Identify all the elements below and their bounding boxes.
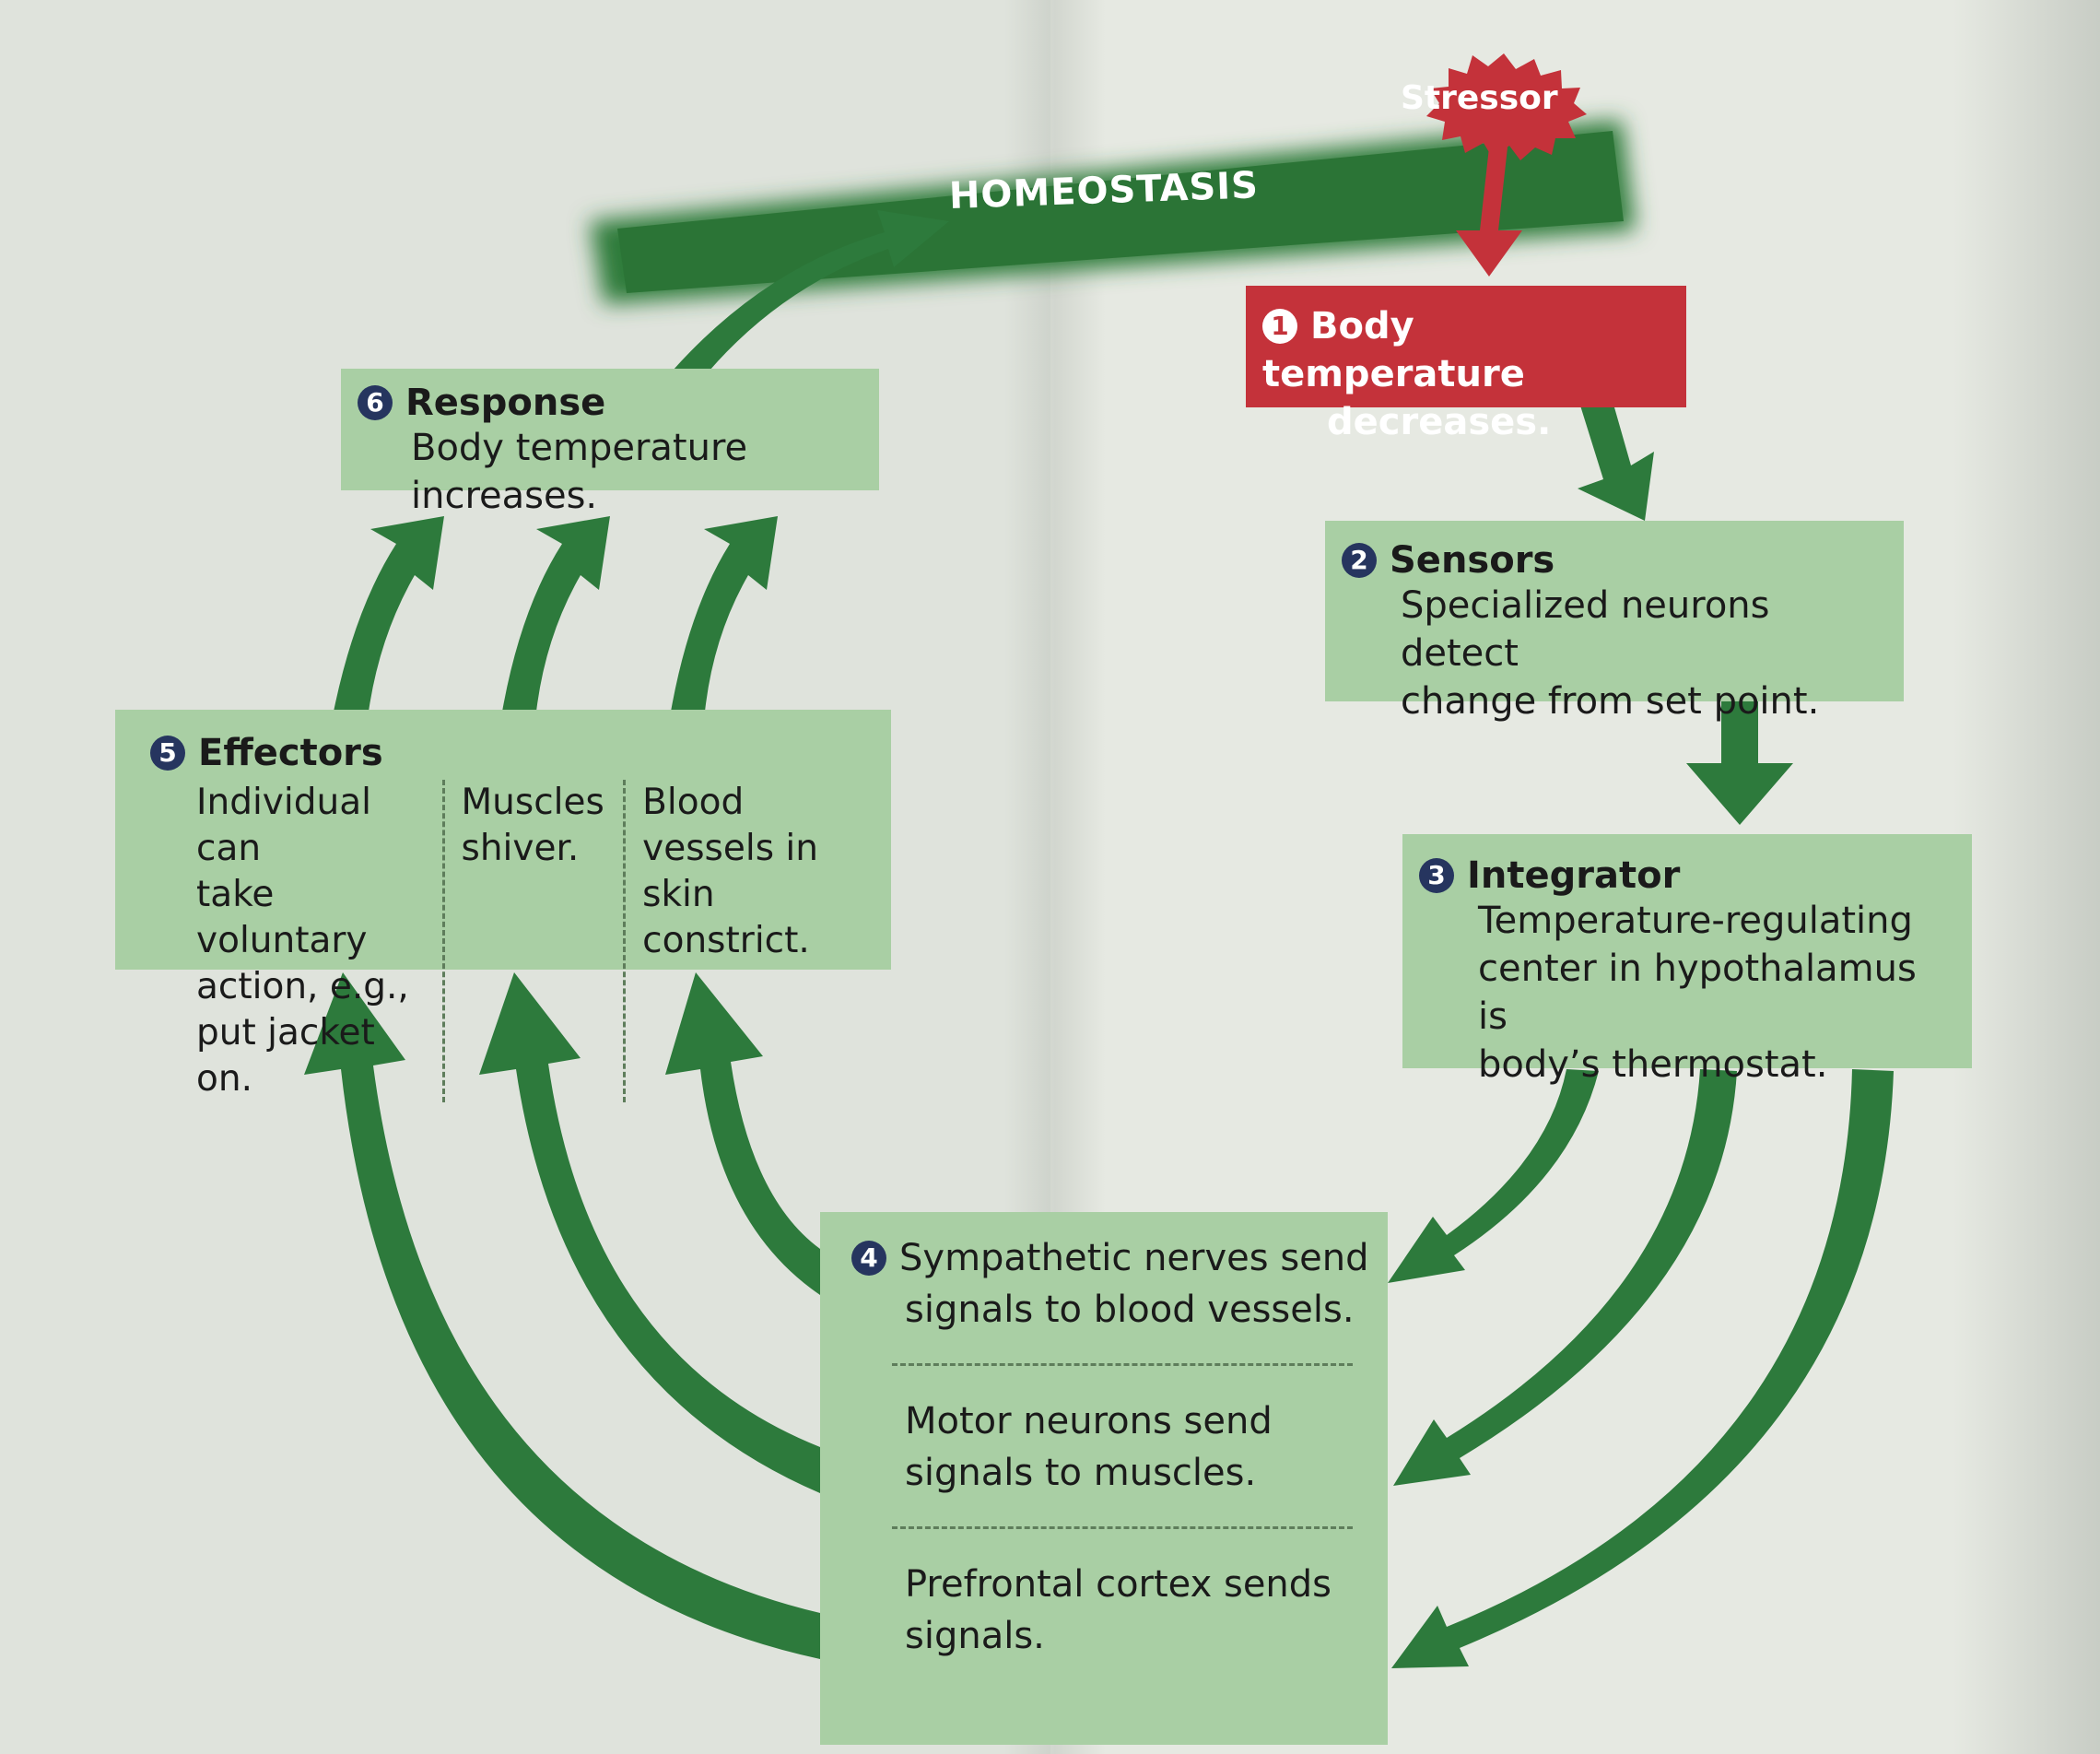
step1-badge: 1	[1262, 309, 1297, 344]
effector-col2-line2: shiver.	[461, 828, 580, 869]
step3-line3: body’s thermostat.	[1478, 1043, 1828, 1086]
effector-col1-line2: take voluntary	[196, 874, 368, 961]
step3-badge: 3	[1419, 858, 1454, 893]
effector-col1-line4: put jacket on.	[196, 1012, 375, 1100]
stressor-starburst	[1426, 53, 1587, 160]
step3-line1: Temperature-regulating	[1478, 900, 1913, 942]
step6-title: Response	[405, 382, 606, 424]
effector-col3-line2: vessels in	[642, 828, 818, 869]
effector-col3-line3: skin constrict.	[642, 874, 810, 961]
step4-item3-line2: signals.	[905, 1615, 1045, 1657]
step6-line1: Body temperature increases.	[411, 427, 748, 517]
effector-col1-line1: Individual can	[196, 782, 371, 869]
effector-muscles: Muscles shiver.	[445, 780, 627, 1102]
arrow-integrator-to-nerves-2	[1393, 1069, 1737, 1486]
arrow-step2-to-step3	[1686, 700, 1793, 825]
stressor-label: Stressor	[1401, 79, 1558, 117]
page-edge-shadow	[1953, 0, 2100, 1754]
step6-response-box: 6 Response Body temperature increases.	[341, 369, 879, 517]
step2-line1: Specialized neurons detect	[1401, 584, 1770, 675]
step4-item2-line1: Motor neurons send	[905, 1400, 1273, 1442]
step3-title: Integrator	[1467, 854, 1681, 897]
step5-title: Effectors	[198, 732, 383, 774]
step4-item3-line1: Prefrontal cortex sends	[905, 1563, 1332, 1606]
step4-item-cortex: Prefrontal cortex sends signals.	[851, 1559, 1369, 1662]
step2-badge: 2	[1342, 543, 1377, 578]
step3-integrator-box: 3 Integrator Temperature-regulating cente…	[1402, 834, 1972, 1086]
arrow-response-to-homeostasis	[673, 210, 949, 371]
arrow-muscles-to-response	[502, 516, 610, 712]
step4-item-motor: Motor neurons send signals to muscles.	[851, 1395, 1369, 1499]
arrow-motor-to-muscles	[479, 972, 820, 1493]
arrow-step1-to-step2	[1578, 394, 1654, 521]
step4-item1-line1: Sympathetic nerves send	[899, 1237, 1369, 1279]
effector-col2-line1: Muscles	[461, 782, 604, 823]
step6-badge: 6	[358, 385, 393, 420]
step3-line2: center in hypothalamus is	[1478, 948, 1917, 1038]
step5-badge: 5	[150, 736, 185, 771]
effector-col3-line1: Blood	[642, 782, 745, 823]
step4-signals-box: 4 Sympathetic nerves send signals to bloo…	[820, 1212, 1388, 1745]
step4-divider	[892, 1363, 1353, 1366]
effector-voluntary-action: Individual can take voluntary action, e.…	[196, 780, 445, 1102]
effector-blood-vessels: Blood vessels in skin constrict.	[626, 780, 873, 1102]
arrow-vessels-to-response	[671, 516, 778, 712]
step2-title: Sensors	[1390, 539, 1555, 582]
arrow-voluntary-to-response	[334, 516, 444, 712]
step2-sensors-box: 2 Sensors Specialized neurons detect chan…	[1325, 521, 1904, 723]
step4-badge: 4	[851, 1241, 886, 1276]
step4-item2-line2: signals to muscles.	[905, 1452, 1257, 1494]
step2-line2: change from set point.	[1401, 680, 1820, 723]
step1-line2: decreases.	[1327, 401, 1552, 443]
step4-item-sympathetic: 4 Sympathetic nerves send signals to bloo…	[851, 1232, 1369, 1336]
step5-effectors-box: 5 Effectors Individual can take voluntary…	[115, 710, 891, 1102]
step1-line1: Body temperature	[1262, 305, 1525, 395]
step4-item1-line2: signals to blood vessels.	[905, 1289, 1355, 1331]
arrow-integrator-to-nerves-1	[1388, 1069, 1599, 1283]
step4-divider	[892, 1526, 1353, 1529]
stressor-arrow	[1456, 147, 1522, 277]
effector-col1-line3: action, e.g.,	[196, 966, 409, 1007]
arrow-sympathetic-to-vessels	[665, 972, 820, 1295]
arrow-integrator-to-nerves-3	[1391, 1069, 1894, 1668]
arrow-cortex-to-voluntary	[304, 972, 820, 1659]
